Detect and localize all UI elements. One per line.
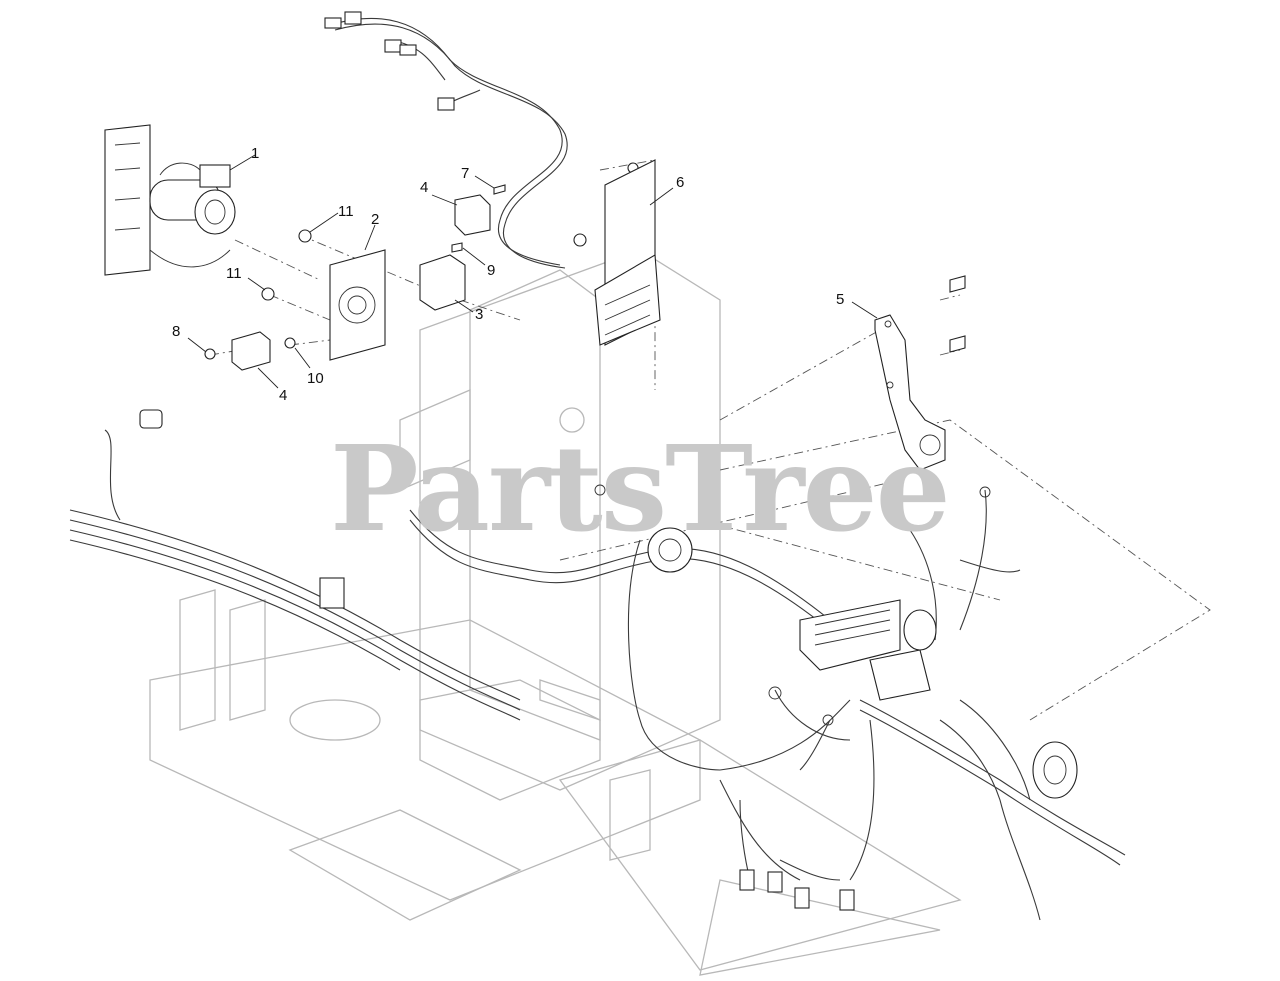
- callout-11a: 11: [338, 203, 354, 220]
- main-harness: [69, 409, 1126, 921]
- callout-9: 9: [487, 262, 495, 279]
- callouts: 1 2 3 4 4 5 6 7 8 9 10 11 11: [172, 145, 844, 404]
- watermark: PartsTree: [330, 419, 949, 558]
- harness-bracket: [874, 314, 946, 471]
- callout-7: 7: [461, 165, 469, 182]
- callout-2: 2: [371, 211, 379, 228]
- callout-1: 1: [251, 145, 259, 162]
- relays: [231, 194, 491, 371]
- callout-11b: 11: [226, 265, 242, 282]
- ignition-switch-assembly: [104, 124, 236, 276]
- callout-8: 8: [172, 323, 180, 340]
- leader-lines: [187, 154, 878, 389]
- callout-4b: 4: [279, 387, 287, 404]
- mounting-plate: [329, 249, 386, 361]
- upper-harness: [324, 11, 568, 269]
- callout-10: 10: [307, 370, 324, 387]
- callout-6: 6: [676, 174, 684, 191]
- fuse-panel: [594, 159, 661, 346]
- chassis-frame: [149, 249, 962, 976]
- callout-5: 5: [836, 291, 844, 308]
- callout-3: 3: [475, 306, 483, 323]
- fasteners: [204, 162, 966, 360]
- callout-4a: 4: [420, 179, 428, 196]
